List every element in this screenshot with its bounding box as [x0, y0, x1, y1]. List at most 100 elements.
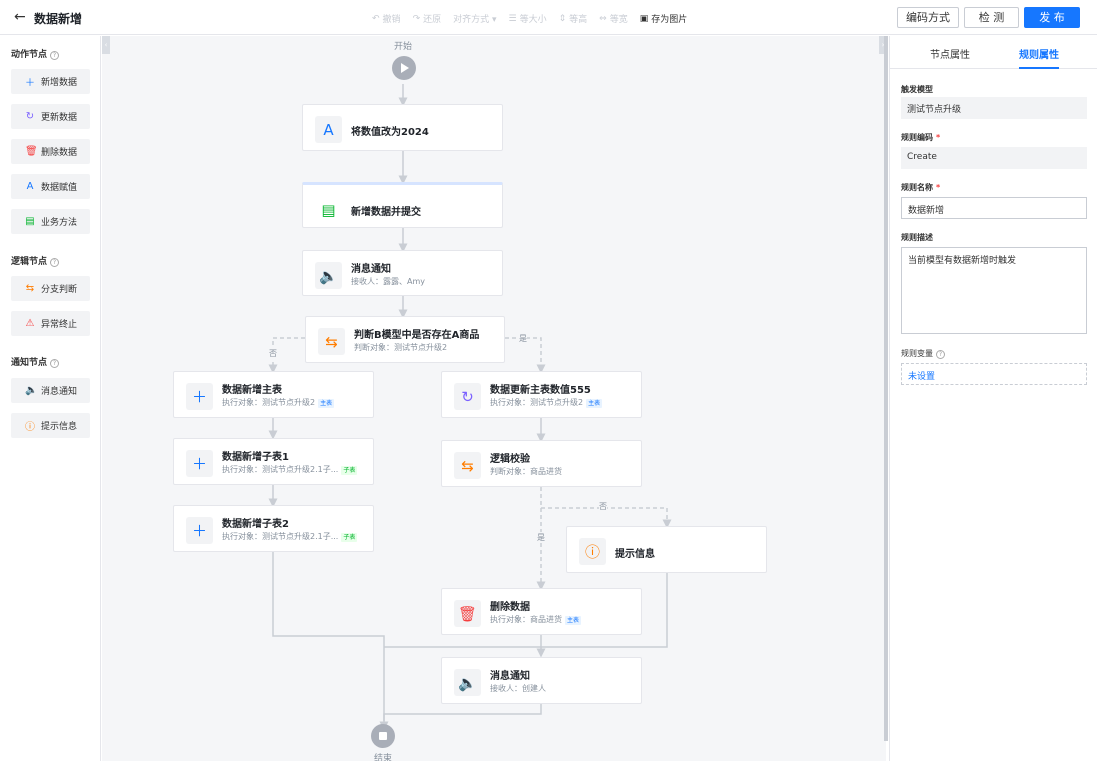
node-notify-2[interactable]: 🔈 消息通知 接收人：创建人: [441, 657, 642, 704]
tab-rule-properties[interactable]: 规则属性: [1019, 50, 1059, 61]
plus-icon: ＋: [25, 78, 35, 89]
node-add-submit[interactable]: ▤ 新增数据并提交: [302, 182, 503, 228]
undo-label: 撤销: [382, 15, 401, 25]
redo-icon: ↷: [412, 13, 421, 24]
palette-item-label: 数据赋值: [41, 183, 78, 193]
palette-item-add-data[interactable]: ＋ 新增数据: [11, 69, 90, 94]
node-add-sub-2[interactable]: ＋ 数据新增子表2 执行对象：测试节点升级2.1子...子表: [173, 505, 374, 552]
trash-icon: 🗑: [25, 146, 38, 157]
warning-icon: ⚠: [25, 318, 35, 329]
info-icon: ⓘ: [25, 422, 35, 433]
plus-icon: ＋: [186, 517, 213, 544]
help-icon[interactable]: ?: [936, 350, 945, 359]
save-image-button[interactable]: ▣存为图片: [639, 12, 688, 26]
trash-icon: 🗑: [454, 600, 481, 627]
redo-button[interactable]: ↷还原: [412, 12, 442, 26]
same-size-icon: ☰: [508, 13, 517, 24]
rule-var-label: 规则变量?: [901, 348, 945, 359]
publish-button[interactable]: 发 布: [1024, 7, 1080, 28]
rule-name-input[interactable]: 数据新增: [901, 197, 1087, 219]
top-bar: ← 数据新增 ↶撤销 ↷还原 对齐方式 ▾ ☰等大小 ⇕等高 ⇔等宽 ▣存为图片…: [0, 0, 1097, 35]
help-icon[interactable]: ?: [50, 51, 60, 60]
sub-table-tag: 子表: [341, 533, 358, 542]
same-size-button[interactable]: ☰等大小: [508, 12, 547, 26]
trigger-model-field: 测试节点升级: [901, 97, 1087, 119]
branch-no-label: 否: [269, 348, 277, 359]
node-title: 消息通知: [351, 264, 391, 275]
start-node[interactable]: [392, 56, 416, 80]
palette-item-label: 删除数据: [41, 148, 78, 158]
node-title: 提示信息: [615, 549, 655, 560]
same-height-button[interactable]: ⇕等高: [558, 12, 588, 26]
collapse-right-icon[interactable]: ›: [879, 36, 887, 54]
flow-connectors: [268, 84, 672, 731]
action-section-title: 动作节点?: [11, 47, 60, 60]
check-button[interactable]: 检 测: [964, 7, 1019, 28]
node-title: 判断B模型中是否存在A商品: [354, 330, 480, 341]
info-icon: ⓘ: [579, 538, 606, 565]
node-subtitle-text: 执行对象：测试节点升级2.1子...: [222, 465, 339, 474]
palette-item-update-data[interactable]: ↻更新数据: [11, 104, 90, 129]
end-label: 结束: [373, 754, 392, 761]
node-judge-1[interactable]: ⇆ 判断B模型中是否存在A商品 判断对象：测试节点升级2: [305, 316, 505, 363]
image-icon: ▣: [639, 13, 649, 24]
branch-icon: ⇆: [318, 328, 345, 355]
node-title: 逻辑校验: [490, 454, 530, 465]
rule-desc-textarea[interactable]: 当前模型有数据新增时触发: [901, 247, 1087, 334]
node-subtitle: 接收人：创建人: [490, 684, 546, 693]
align-dropdown[interactable]: 对齐方式 ▾: [453, 12, 496, 25]
required-mark: *: [936, 183, 941, 192]
plus-icon: ＋: [186, 383, 213, 410]
rule-code-label-text: 规则编码: [901, 133, 933, 142]
node-assign[interactable]: A 将数值改为2024: [302, 104, 503, 151]
same-width-icon: ⇔: [599, 13, 607, 24]
arrow-left-icon[interactable]: ←: [14, 9, 26, 25]
node-tip[interactable]: ⓘ 提示信息: [566, 526, 767, 573]
palette-item-delete-data[interactable]: 🗑删除数据: [11, 139, 90, 164]
play-icon: [401, 63, 409, 73]
palette-item-label: 更新数据: [41, 113, 78, 123]
node-subtitle: 执行对象：商品进货主表: [490, 614, 582, 625]
node-subtitle: 判断对象：测试节点升级2: [354, 343, 448, 352]
main-table-tag: 主表: [586, 399, 603, 408]
node-logic-check[interactable]: ⇆ 逻辑校验 判断对象：商品进货: [441, 440, 642, 487]
speaker-icon: 🔈: [315, 262, 342, 289]
end-node[interactable]: [371, 724, 395, 748]
canvas-scrollbar[interactable]: [884, 36, 888, 741]
node-title: 将数值改为2024: [351, 127, 429, 138]
branch-yes-label-2: 是: [537, 532, 545, 543]
node-notify-1[interactable]: 🔈 消息通知 接收人：露露、Amy: [302, 250, 503, 296]
notify-title-text: 通知节点: [11, 358, 48, 368]
start-label: 开始: [393, 42, 412, 52]
node-title: 新增数据并提交: [351, 207, 421, 218]
help-icon[interactable]: ?: [50, 258, 60, 267]
same-width-button[interactable]: ⇔等宽: [599, 12, 628, 26]
node-subtitle-text: 执行对象：测试节点升级2: [490, 398, 584, 407]
sub-table-tag: 子表: [341, 466, 358, 475]
node-subtitle: 执行对象：测试节点升级2.1子...子表: [222, 464, 358, 475]
same-height-icon: ⇕: [558, 13, 567, 24]
palette-item-label: 新增数据: [41, 78, 78, 88]
rule-var-setting[interactable]: 未设置: [901, 363, 1087, 385]
palette-item-notify[interactable]: 🔈消息通知: [11, 378, 90, 403]
align-label: 对齐方式 ▾: [453, 15, 497, 25]
undo-button[interactable]: ↶撤销: [372, 12, 401, 26]
notify-section-title: 通知节点?: [11, 355, 60, 368]
palette-item-abort[interactable]: ⚠异常终止: [11, 311, 90, 336]
palette-item-method[interactable]: ▤业务方法: [11, 209, 90, 234]
tab-divider: [890, 68, 1097, 69]
flow-canvas[interactable]: 开始 结束 否 是 否 是 A 将数值改为2024 ▤ 新增数据并提交 🔈 消息…: [102, 36, 886, 761]
help-icon[interactable]: ?: [50, 359, 60, 368]
node-title: 删除数据: [490, 602, 530, 613]
palette-item-branch[interactable]: ⇆分支判断: [11, 276, 90, 301]
collapse-left-icon[interactable]: ‹: [102, 36, 110, 54]
node-delete[interactable]: 🗑 删除数据 执行对象：商品进货主表: [441, 588, 642, 635]
tab-node-properties[interactable]: 节点属性: [930, 50, 970, 61]
encode-button[interactable]: 编码方式: [897, 7, 959, 28]
node-add-sub-1[interactable]: ＋ 数据新增子表1 执行对象：测试节点升级2.1子...子表: [173, 438, 374, 485]
palette-item-label: 业务方法: [41, 218, 78, 228]
